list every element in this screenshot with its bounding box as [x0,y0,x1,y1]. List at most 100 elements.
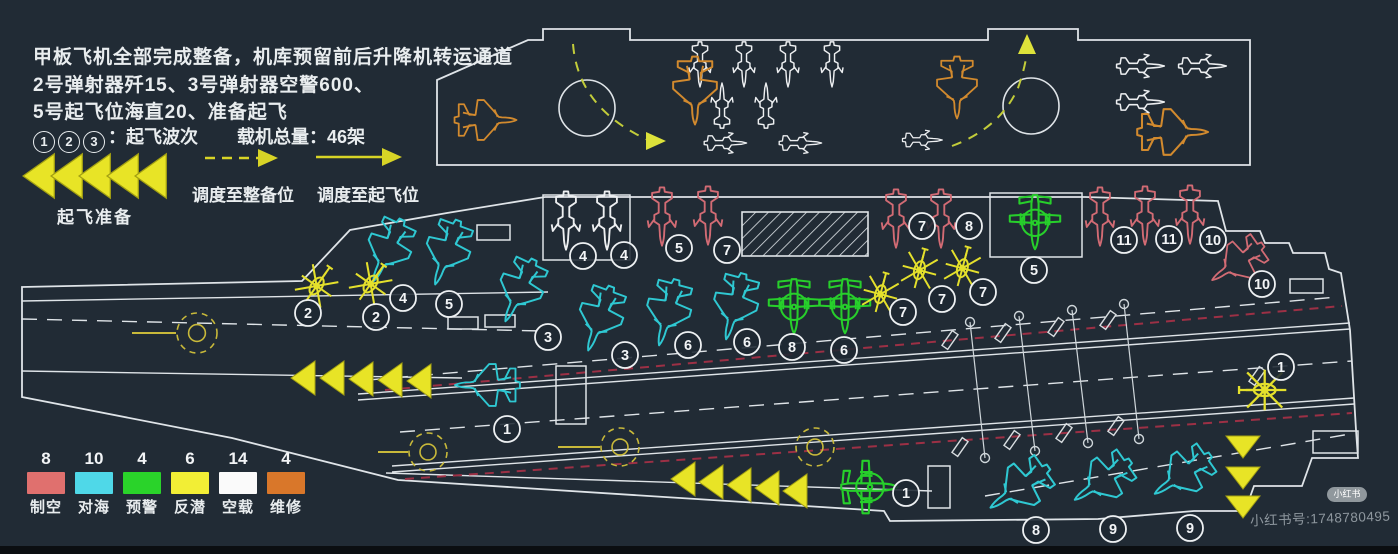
deck-triangle [754,470,780,506]
svg-text:4: 4 [399,291,407,307]
aircraft-air [692,185,724,246]
spot-label: 8 [1022,516,1050,544]
deck-triangle [698,464,724,500]
svg-text:1: 1 [1277,360,1285,376]
legend-label: 反潜 [173,499,206,516]
spot-label: 9 [1176,514,1204,542]
deck-triangle [105,152,139,200]
arresting-wire [1013,310,1041,457]
legend-label: 制空 [29,499,62,516]
transfer-arrowhead-fore [646,132,666,150]
legend-swatch [27,472,65,494]
spot-label: 11 [1155,225,1183,253]
wave-circle-3: 3 [83,131,105,153]
aircraft-maint [936,55,978,120]
spot-label: 7 [889,298,917,326]
wire-damper [950,436,970,458]
spot-label: 7 [713,236,741,264]
deck-triangle [77,152,111,200]
spot-label: 7 [928,285,956,313]
legend-count: 10 [84,449,104,468]
aircraft-empty [732,41,756,88]
wave-circle-1: 1 [33,131,55,153]
spot-label: 4 [569,242,597,270]
legend-swatch [123,472,161,494]
arresting-wire [1066,304,1094,449]
svg-text:5: 5 [675,241,683,257]
svg-text:8: 8 [1032,523,1040,539]
spot-label: 3 [611,341,639,369]
movement-triangles [21,152,1262,519]
svg-text:4: 4 [620,248,628,264]
svg-text:4: 4 [579,249,587,265]
spot-label: 4 [610,241,638,269]
total-aircraft-label: 载机总量：46架 [237,127,366,147]
landing-strip-red-lines [384,305,1353,480]
arresting-wires [940,298,1267,464]
deck-triangle [21,152,55,200]
deck-hull [21,192,1359,522]
aircraft-empty [820,41,844,88]
legend-count: 4 [281,449,291,468]
aircraft-empty [550,190,582,251]
svg-text:3: 3 [621,348,629,364]
hangar-outline [436,28,1251,166]
svg-text:11: 11 [1161,232,1176,248]
deck-triangle [782,473,808,509]
legend-item-sea: 10 对海 [74,449,114,517]
spot-circle [408,432,448,472]
aircraft-empty [776,41,800,88]
spot-label: 11 [1110,226,1138,254]
dispatch-solid-label: 调度至起飞位 [317,186,419,205]
legend-label: 预警 [125,499,158,516]
spot-label: 5 [665,234,693,262]
aircraft-air [1084,186,1116,247]
spot-label: 7 [908,212,936,240]
deck-triangle [1224,495,1262,519]
aircraft-empty [901,129,943,151]
svg-text:7: 7 [938,292,946,308]
spot-label: 7 [969,278,997,306]
aircraft-empty [1115,89,1166,115]
wave-circle-2: 2 [58,131,80,153]
aircraft-role-legend: 8 制空 10 对海 4 预警 6 反潜 14 空载 4 维修 [26,449,306,517]
spot-label: 1 [1267,353,1295,381]
legend-label: 维修 [269,499,302,516]
deck-triangle [1224,466,1262,490]
aircraft-empty [778,131,823,155]
svg-text:7: 7 [899,305,907,321]
hangar-transfer-path-aft [951,51,1028,147]
legend-label: 对海 [77,499,110,516]
hangar-transfer-path-fore [572,43,649,141]
deck-triangle [1224,435,1262,459]
aircraft-sea [484,249,555,332]
aircraft-awacs [1008,194,1062,251]
spot-label: 2 [294,299,322,327]
dispatch-dashed-label: 调度至整备位 [192,186,294,205]
legend-count: 8 [41,449,51,468]
deck-triangle [726,467,752,503]
legend-item-awacs: 4 预警 [122,449,162,517]
svg-text:5: 5 [1030,263,1038,279]
svg-text:5: 5 [445,297,453,313]
island-structure [741,211,869,257]
arresting-wire [1118,298,1145,445]
hangar-elevator-circle-aft [1002,77,1060,135]
svg-text:2: 2 [372,310,380,326]
spot-label: 3 [534,323,562,351]
spot-label: 6 [674,331,702,359]
svg-text:10: 10 [1205,233,1221,249]
deck-triangle [290,360,316,396]
svg-text:10: 10 [1254,277,1270,293]
svg-text:9: 9 [1109,522,1117,538]
transfer-arrowhead-aft [1018,34,1036,54]
svg-text:7: 7 [723,243,731,259]
legend-item-empty: 14 空载 [218,449,258,517]
deck-triangle [348,361,374,397]
deck-triangle [49,152,83,200]
svg-text:3: 3 [544,330,552,346]
aircraft-awacs [818,278,872,335]
aircraft-awacs [840,459,899,515]
